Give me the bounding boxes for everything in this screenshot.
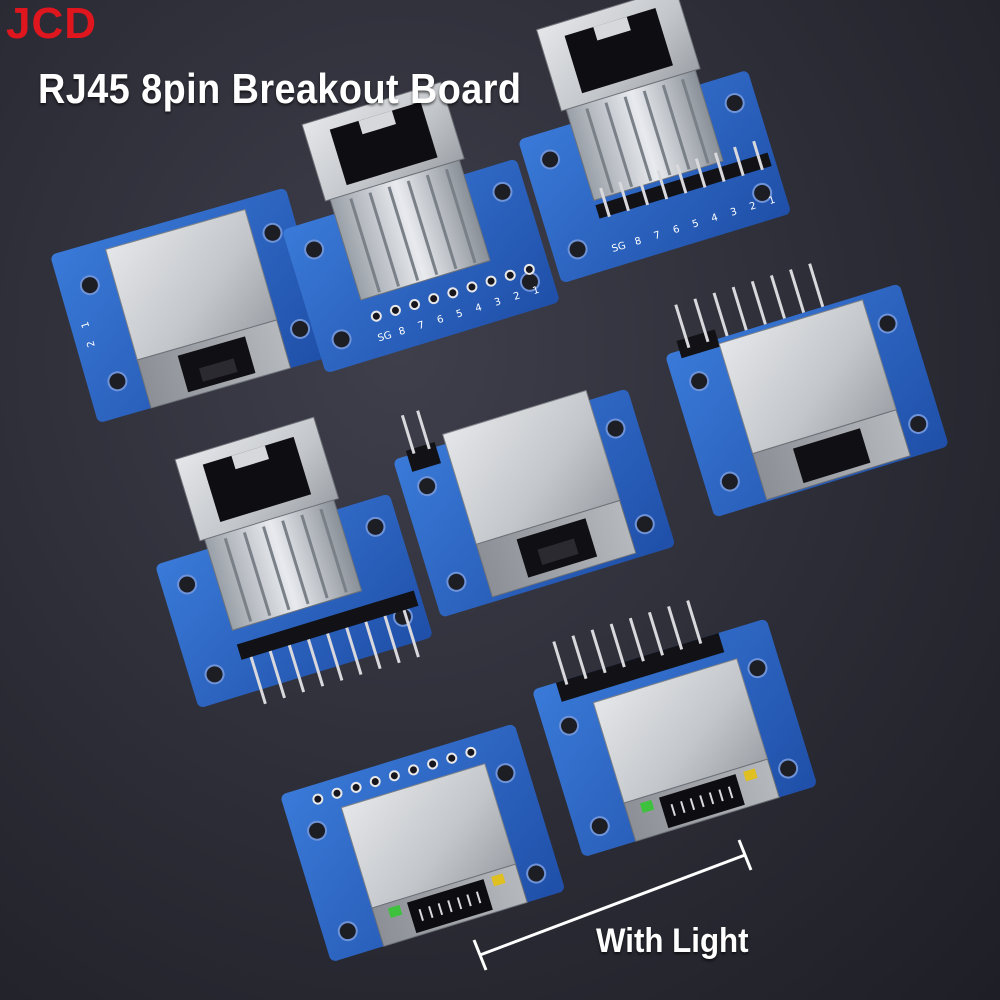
breakout-board-7	[281, 724, 564, 961]
svg-text:SG: SG	[377, 330, 394, 345]
svg-text:2: 2	[85, 339, 97, 348]
svg-text:1: 1	[80, 320, 92, 329]
breakout-board-4	[666, 263, 948, 517]
with-light-bracket	[472, 839, 753, 971]
svg-text:5: 5	[455, 308, 464, 320]
product-title: RJ45 8pin Breakout Board	[38, 65, 522, 112]
svg-text:SG: SG	[611, 240, 628, 255]
svg-text:3: 3	[729, 206, 738, 218]
svg-text:8: 8	[398, 326, 407, 338]
svg-text:6: 6	[672, 224, 681, 236]
with-light-label: With Light	[596, 922, 749, 960]
brand-logo: JCD	[6, 0, 98, 48]
svg-text:8: 8	[634, 236, 643, 248]
svg-text:1: 1	[767, 195, 776, 207]
svg-text:7: 7	[417, 320, 426, 332]
breakout-board-5	[394, 389, 675, 617]
breakout-board-8	[533, 600, 816, 856]
svg-text:7: 7	[653, 230, 662, 242]
breakout-board-6	[156, 416, 432, 707]
svg-text:1: 1	[531, 285, 540, 297]
svg-text:6: 6	[436, 314, 445, 326]
svg-text:2: 2	[512, 291, 521, 303]
svg-text:5: 5	[691, 218, 700, 230]
svg-text:3: 3	[493, 296, 502, 308]
svg-text:4: 4	[710, 212, 719, 224]
svg-text:4: 4	[474, 302, 483, 314]
breakout-board-1: 1 2	[51, 188, 333, 422]
svg-text:2: 2	[748, 201, 757, 213]
